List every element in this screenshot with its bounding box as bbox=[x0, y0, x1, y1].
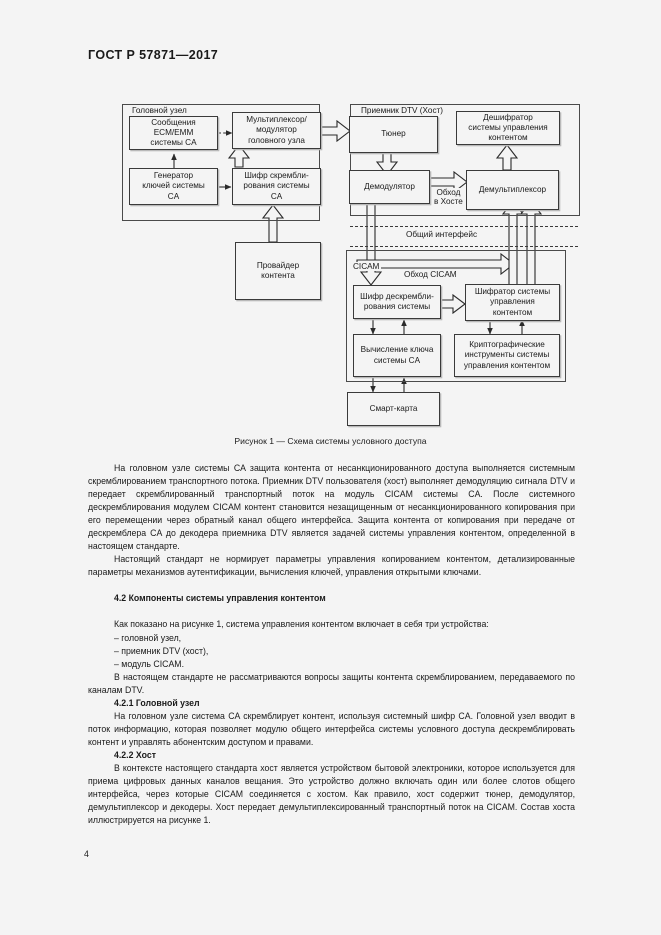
diagram-box-tuner: Тюнер bbox=[349, 116, 438, 153]
diagram-box-demodulator: Демодулятор bbox=[349, 170, 430, 204]
diagram-box-smart-card: Смарт-карта bbox=[347, 392, 440, 426]
diagram-box-cms-encryptor-label: Шифратор системы управления контентом bbox=[474, 287, 551, 317]
paragraph-4-2-intro: Как показано на рисунке 1, система управ… bbox=[114, 619, 489, 630]
diagram-box-descrambling-cipher-label: Шифр дескрембли- рования системы bbox=[360, 291, 434, 311]
document-header-standard-id: ГОСТ Р 57871—2017 bbox=[88, 48, 219, 62]
diagram-box-demultiplexer-label: Демультиплексор bbox=[478, 184, 547, 194]
list-item-headend: – головной узел, bbox=[114, 632, 182, 643]
figure-ca-system-diagram: Головной узел Приемник DTV (Хост) CICAM … bbox=[118, 92, 583, 437]
diagram-label-common-interface: Общий интерфейс bbox=[406, 230, 478, 240]
common-interface-line-top bbox=[350, 226, 578, 227]
figure-caption: Рисунок 1 — Схема системы условного дост… bbox=[234, 436, 427, 446]
diagram-group-headend-label: Головной узел bbox=[130, 106, 189, 115]
diagram-box-key-calculation-label: Вычисление ключа системы CA bbox=[360, 345, 434, 365]
diagram-box-tuner-label: Тюнер bbox=[381, 129, 406, 139]
heading-4-2-2: 4.2.2 Хост bbox=[114, 749, 156, 760]
heading-4-2: 4.2 Компоненты системы управления контен… bbox=[114, 593, 326, 604]
paragraph-after-list: В настоящем стандарте не рассматриваются… bbox=[88, 671, 575, 695]
diagram-box-cms-decryptor: Дешифратор системы управления контентом bbox=[456, 111, 560, 145]
diagram-box-smart-card-label: Смарт-карта bbox=[369, 403, 418, 413]
diagram-box-demodulator-label: Демодулятор bbox=[364, 181, 415, 191]
diagram-box-scrambling-cipher-label: Шифр скрембли- рования системы CA bbox=[243, 171, 310, 201]
diagram-box-cms-decryptor-label: Дешифратор системы управления контентом bbox=[468, 112, 548, 143]
diagram-group-dtv-receiver-label: Приемник DTV (Хост) bbox=[359, 106, 446, 115]
document-body: На головном узле системы CA защита конте… bbox=[88, 462, 575, 827]
diagram-box-crypto-tools-label: Криптографические инструменты системы уп… bbox=[463, 340, 551, 370]
diagram-box-descrambling-cipher: Шифр дескрембли- рования системы bbox=[353, 285, 441, 319]
diagram-group-cicam-label: CICAM bbox=[351, 262, 382, 271]
diagram-box-crypto-tools: Криптографические инструменты системы уп… bbox=[454, 334, 560, 377]
diagram-box-key-calculation: Вычисление ключа системы CA bbox=[353, 334, 441, 377]
diagram-box-cms-encryptor: Шифратор системы управления контентом bbox=[465, 284, 560, 321]
diagram-label-host-bypass: Обход в Хосте bbox=[434, 188, 463, 207]
list-item-cicam: – модуль CICAM. bbox=[114, 658, 184, 669]
diagram-box-mux-modulator: Мультиплексор/ модулятор головного узла bbox=[232, 112, 321, 149]
paragraph-4-2-2: В контексте настоящего стандарта хост яв… bbox=[88, 762, 575, 826]
list-item-dtv-receiver: – приемник DTV (хост), bbox=[114, 645, 209, 656]
diagram-group-headend bbox=[122, 104, 320, 221]
diagram-box-ecm-emm-label: Сообщения ECM/EMM системы CA bbox=[150, 117, 197, 148]
diagram-box-content-provider-label: Провайдер контента bbox=[256, 260, 300, 280]
section-spacer-1 bbox=[88, 579, 575, 592]
common-interface-line-bottom bbox=[350, 246, 578, 247]
diagram-box-scrambling-cipher: Шифр скрембли- рования системы CA bbox=[232, 168, 321, 205]
diagram-box-demultiplexer: Демультиплексор bbox=[466, 170, 559, 210]
diagram-group-dtv-receiver bbox=[350, 104, 580, 216]
diagram-box-ecm-emm: Сообщения ECM/EMM системы CA bbox=[129, 116, 218, 150]
diagram-box-content-provider: Провайдер контента bbox=[235, 242, 321, 300]
paragraph-standard-scope: Настоящий стандарт не нормирует параметр… bbox=[88, 554, 575, 578]
diagram-label-cicam-bypass: Обход CICAM bbox=[404, 270, 457, 280]
diagram-box-mux-modulator-label: Мультиплексор/ модулятор головного узла bbox=[246, 115, 307, 145]
page-number: 4 bbox=[84, 849, 89, 859]
paragraph-ca-protection: На головном узле системы CA защита конте… bbox=[88, 463, 575, 552]
heading-4-2-1: 4.2.1 Головной узел bbox=[114, 697, 200, 708]
diagram-group-cicam bbox=[346, 250, 566, 382]
section-spacer-2 bbox=[88, 605, 575, 618]
paragraph-4-2-1: На головном узле система CA скремблирует… bbox=[88, 710, 575, 747]
diagram-box-key-generator-label: Генератор ключей системы CA bbox=[142, 171, 205, 201]
diagram-box-key-generator: Генератор ключей системы CA bbox=[129, 168, 218, 205]
